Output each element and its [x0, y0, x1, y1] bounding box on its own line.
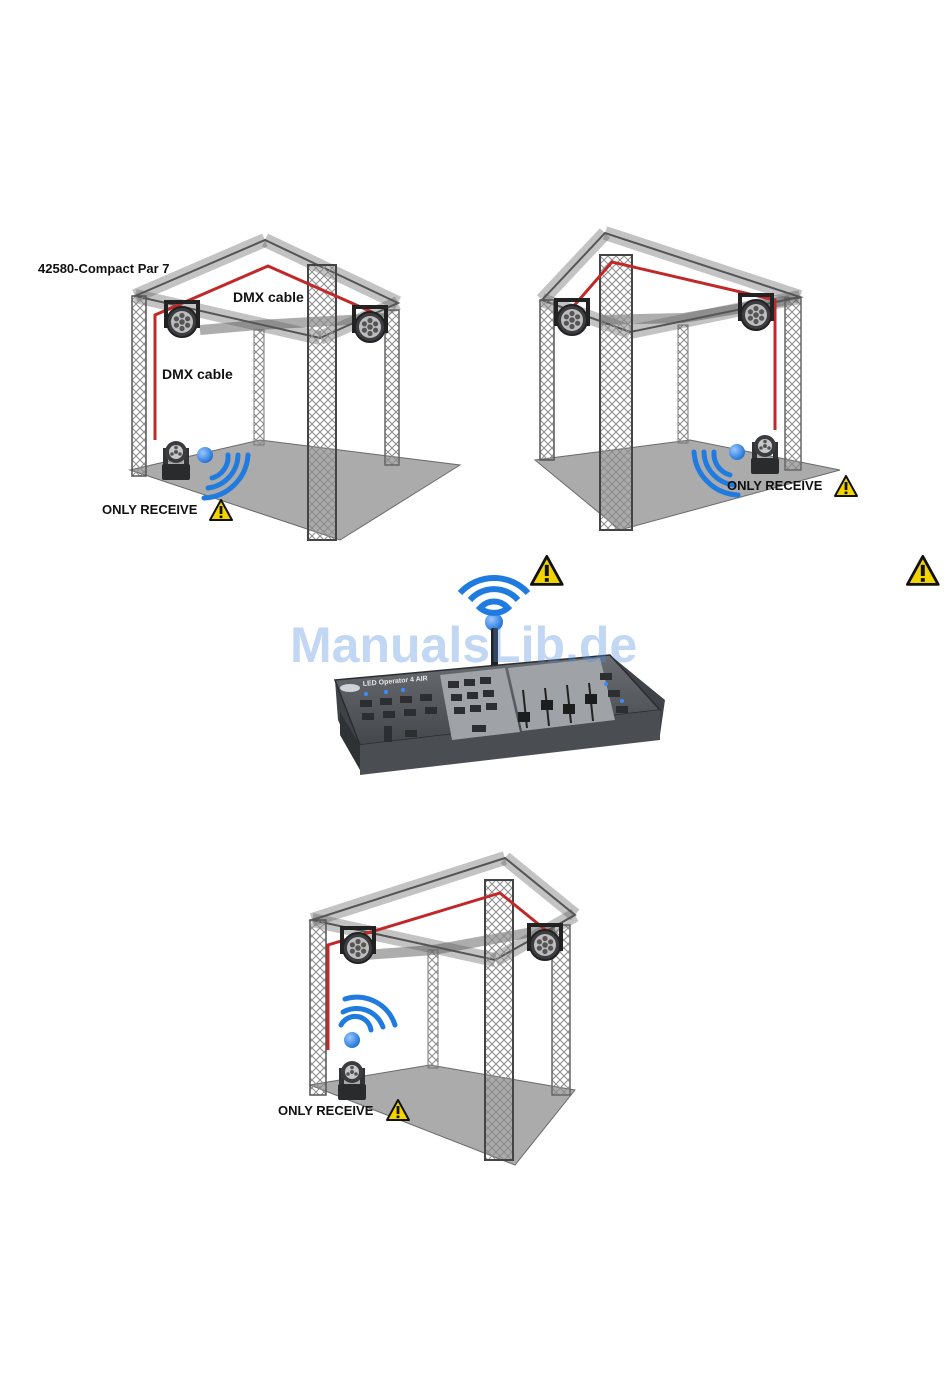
stage-top-left	[130, 240, 460, 540]
only-receive-label: ONLY RECEIVE	[102, 503, 197, 516]
moving-head-icon	[751, 435, 779, 474]
warning-icon	[835, 476, 857, 496]
dmx-controller: LED Operator 4 AIR	[335, 578, 665, 775]
dmx-cable-label: DMX cable	[162, 367, 233, 381]
only-receive-label: ONLY RECEIVE	[727, 479, 822, 492]
stage-bottom	[310, 858, 575, 1165]
product-label: 42580-Compact Par 7	[38, 262, 170, 275]
dmx-cable-label: DMX cable	[233, 290, 304, 304]
moving-head-icon	[338, 1061, 366, 1100]
warning-icon	[907, 556, 938, 584]
moving-head-icon	[162, 441, 190, 480]
watermark: ManualsLib.de	[290, 620, 637, 670]
only-receive-label: ONLY RECEIVE	[278, 1104, 373, 1117]
warning-icon	[531, 556, 562, 584]
wireless-signal-icon	[341, 997, 395, 1048]
